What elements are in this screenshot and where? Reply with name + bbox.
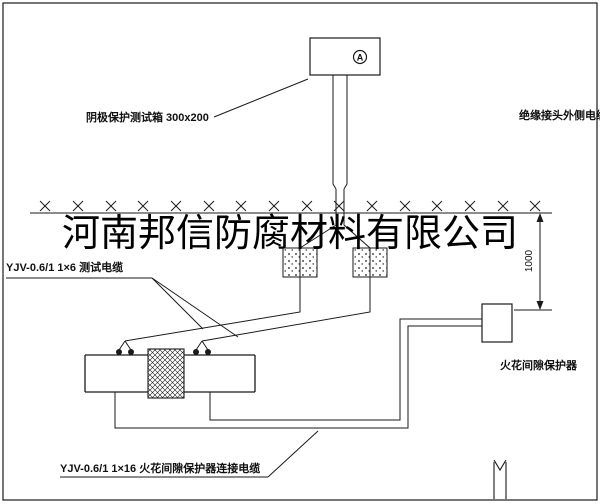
ground-x-mark <box>464 200 476 212</box>
dimension-1000 <box>514 212 552 311</box>
test-cables <box>118 213 371 351</box>
test-box-outline <box>309 37 381 76</box>
protector-cables <box>114 318 482 429</box>
ground-x-mark <box>497 200 509 212</box>
watermark-text: 河南邦信防腐材料有限公司 <box>62 213 518 255</box>
cable-connection-dots <box>116 349 211 355</box>
ground-x-mark <box>301 200 313 212</box>
dimension-arrow-up <box>536 213 544 222</box>
ground-x-mark <box>105 200 117 212</box>
test-box <box>309 37 381 76</box>
bottom-cable-leader <box>267 430 319 478</box>
ground-x-mark <box>170 200 182 212</box>
ground-x-mark <box>72 200 84 212</box>
test-cable-leader-2 <box>151 277 239 338</box>
insulating-joint <box>147 348 185 399</box>
conduit <box>332 75 348 213</box>
leader-lines <box>6 78 319 478</box>
spark-gap-protector-label: 火花间隙保护器 <box>500 358 578 372</box>
test-cable-label: YJV-0.6/1 1×6 测试电缆 <box>6 260 123 274</box>
pipeline <box>84 354 256 393</box>
test-box-label: 阴极保护测试箱 300x200 <box>86 110 209 124</box>
ground-x-mark <box>268 200 280 212</box>
test-box-leader <box>213 78 309 118</box>
ground-x-mark <box>529 200 541 212</box>
spark-gap-protector-box <box>481 303 513 343</box>
dimension-text: 1000 <box>524 249 535 272</box>
insulated-joint-cable-label: 绝缘接头外侧电缆 <box>519 108 600 122</box>
ground-x-mark <box>235 200 247 212</box>
ammeter-circle-icon <box>352 49 368 65</box>
ammeter-letter: A <box>357 53 364 63</box>
ground-x-mark <box>431 200 443 212</box>
ground-x-mark <box>399 200 411 212</box>
bottom-cable-label: YJV-0.6/1 1×16 火花间隙保护器连接电缆 <box>60 461 260 475</box>
dimension-arrow-down <box>536 301 544 310</box>
ground-x-mark <box>39 200 51 212</box>
pipe-break-symbol <box>493 459 507 499</box>
test-cable-leader-1 <box>151 277 204 330</box>
ground-x-mark <box>366 200 378 212</box>
ground-hatch-marks <box>39 200 541 212</box>
ground-x-mark <box>203 200 215 212</box>
ground-x-mark <box>137 200 149 212</box>
